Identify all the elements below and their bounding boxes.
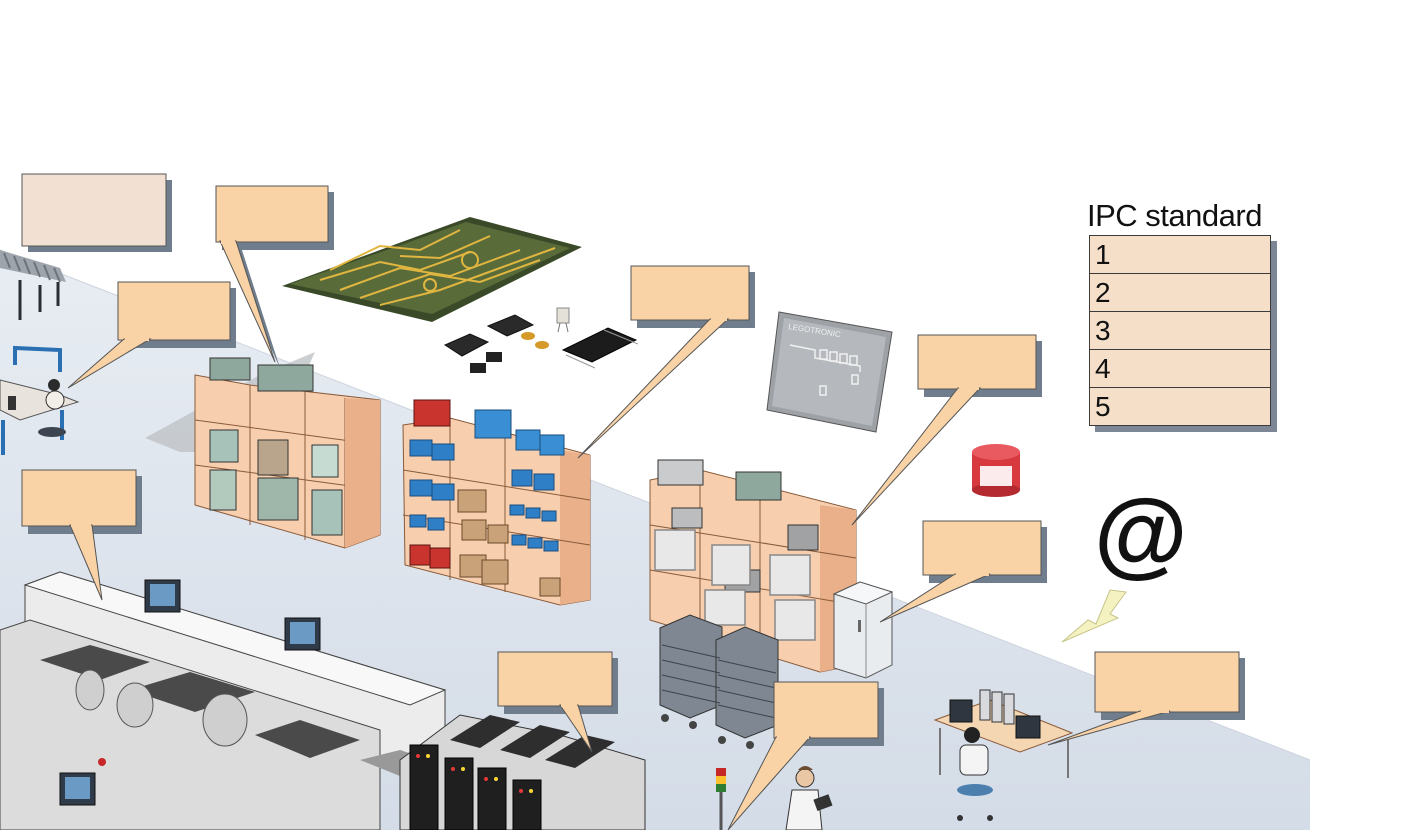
ipc-level-2: 2 [1089, 274, 1271, 312]
callout-bubble-4 [21, 469, 142, 601]
storage-carts [659, 614, 779, 749]
callout-bubble-8 [1047, 651, 1245, 746]
ipc-level-4: 4 [1089, 350, 1271, 388]
callout-bubble-6 [851, 334, 1042, 526]
ipc-level-1: 1 [1089, 235, 1271, 274]
board-drawing: LEGOTRONIC [766, 311, 893, 433]
callout-box-1 [21, 173, 172, 252]
conveyor [0, 250, 66, 320]
document-shelf [194, 357, 381, 549]
reflow-oven [0, 571, 447, 830]
callout-bubble-3 [67, 281, 236, 389]
electronic-components [443, 307, 639, 373]
database-icon [972, 444, 1020, 497]
callout-bubble-2 [215, 185, 334, 368]
worker [785, 766, 833, 830]
circuit-board [282, 217, 582, 322]
ipc-standard-title: IPC standard [1087, 198, 1262, 233]
email-at-icon: @ [1094, 480, 1188, 587]
cabinet [832, 581, 894, 679]
placement-machines [399, 714, 646, 830]
callout-bubble-10 [727, 681, 884, 830]
component-shelf [402, 399, 591, 606]
signal-tower [716, 768, 726, 830]
arrow-icon [1061, 589, 1127, 643]
ipc-level-3: 3 [1089, 312, 1271, 350]
callout-bubble-7 [879, 520, 1047, 623]
ipc-standard-table: 1 2 3 4 5 [1089, 235, 1271, 426]
office-desk [933, 689, 1074, 821]
callout-bubble-5 [577, 265, 755, 459]
left-workstation [0, 345, 80, 455]
callout-bubble-9 [497, 651, 618, 753]
ipc-level-5: 5 [1089, 388, 1271, 426]
